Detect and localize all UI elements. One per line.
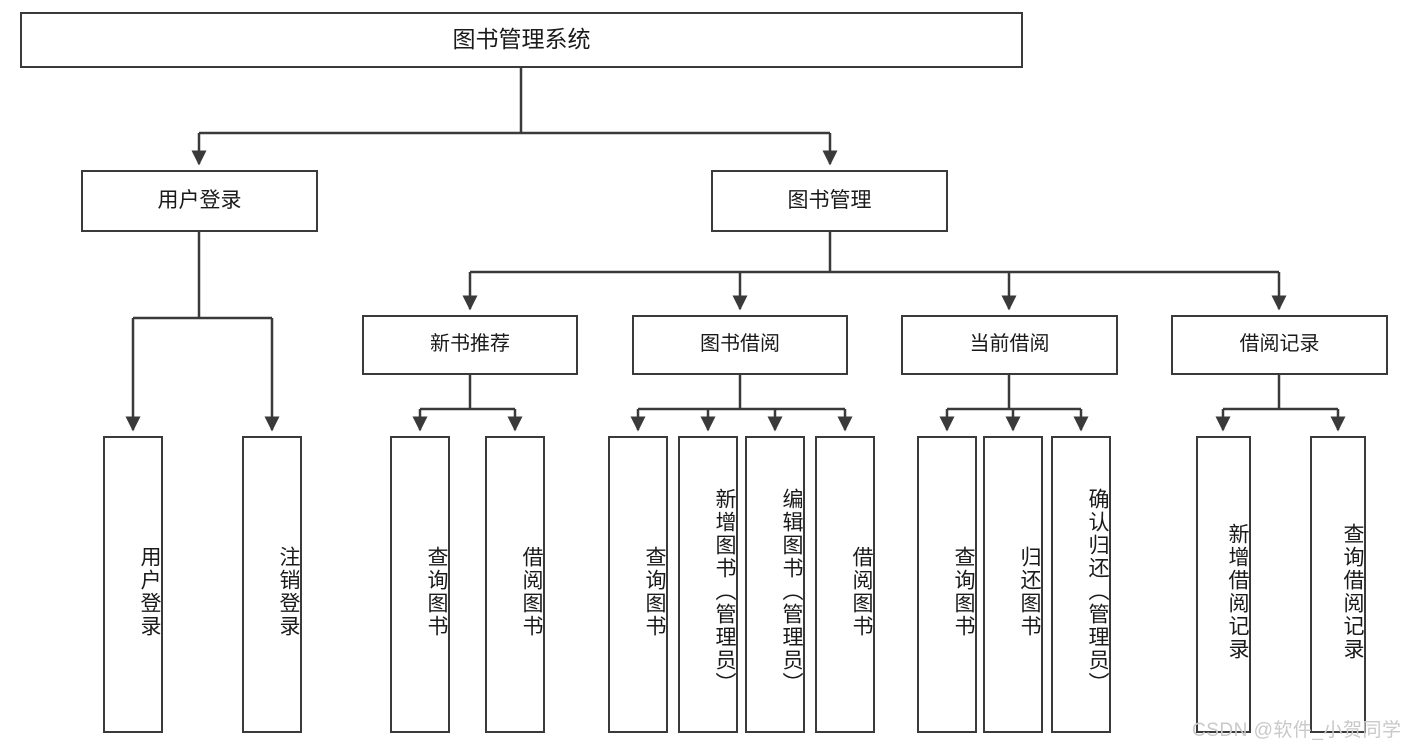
leaf-label: 用户登录	[138, 545, 161, 638]
leaf-borrow-record-add-record[interactable]: 新增借阅记录	[1196, 436, 1251, 733]
leaf-new-book-borrow-book[interactable]: 借阅图书	[485, 436, 545, 733]
leaf-label: 确认归还（管理员）	[1086, 488, 1109, 695]
node-user-login-label: 用户登录	[157, 188, 242, 212]
node-book-manage-label: 图书管理	[787, 188, 872, 212]
node-book-manage[interactable]: 图书管理	[711, 170, 948, 232]
leaf-label: 归还图书	[1018, 545, 1041, 638]
node-new-book-recommend[interactable]: 新书推荐	[362, 315, 578, 375]
node-borrow-record[interactable]: 借阅记录	[1171, 315, 1388, 375]
node-borrow-record-label: 借阅记录	[1239, 333, 1320, 356]
leaf-label: 查询借阅记录	[1341, 522, 1364, 661]
leaf-user-login-logout[interactable]: 注销登录	[242, 436, 302, 733]
leaf-label: 新增图书（管理员）	[713, 488, 736, 695]
node-book-borrow-label: 图书借阅	[700, 333, 780, 356]
leaf-label: 编辑图书（管理员）	[780, 488, 803, 695]
csdn-watermark: CSDN @软件_小贺同学	[1192, 720, 1402, 741]
node-root-label: 图书管理系统	[452, 26, 591, 53]
leaf-label: 借阅图书	[850, 545, 873, 638]
leaf-label: 借阅图书	[520, 545, 543, 638]
leaf-label: 注销登录	[277, 545, 300, 638]
leaf-book-borrow-edit-book[interactable]: 编辑图书（管理员）	[745, 436, 805, 733]
leaf-label: 新增借阅记录	[1226, 522, 1249, 661]
node-root[interactable]: 图书管理系统	[20, 12, 1023, 68]
leaf-book-borrow-query-book[interactable]: 查询图书	[608, 436, 668, 733]
leaf-book-borrow-borrow-book[interactable]: 借阅图书	[815, 436, 875, 733]
leaf-label: 查询图书	[425, 545, 448, 638]
node-current-borrow-label: 当前借阅	[969, 333, 1050, 356]
node-current-borrow[interactable]: 当前借阅	[901, 315, 1118, 375]
leaf-current-borrow-query-book[interactable]: 查询图书	[917, 436, 977, 733]
leaf-book-borrow-add-book[interactable]: 新增图书（管理员）	[678, 436, 738, 733]
leaf-label: 查询图书	[952, 545, 975, 638]
leaf-new-book-query-book[interactable]: 查询图书	[390, 436, 450, 733]
leaf-label: 查询图书	[643, 545, 666, 638]
leaf-user-login-login[interactable]: 用户登录	[103, 436, 163, 733]
node-new-book-recommend-label: 新书推荐	[430, 333, 510, 356]
leaf-borrow-record-query-record[interactable]: 查询借阅记录	[1310, 436, 1366, 733]
leaf-current-borrow-return-book[interactable]: 归还图书	[983, 436, 1043, 733]
node-book-borrow[interactable]: 图书借阅	[632, 315, 848, 375]
leaf-current-borrow-confirm-return[interactable]: 确认归还（管理员）	[1051, 436, 1111, 733]
node-user-login[interactable]: 用户登录	[81, 170, 318, 232]
